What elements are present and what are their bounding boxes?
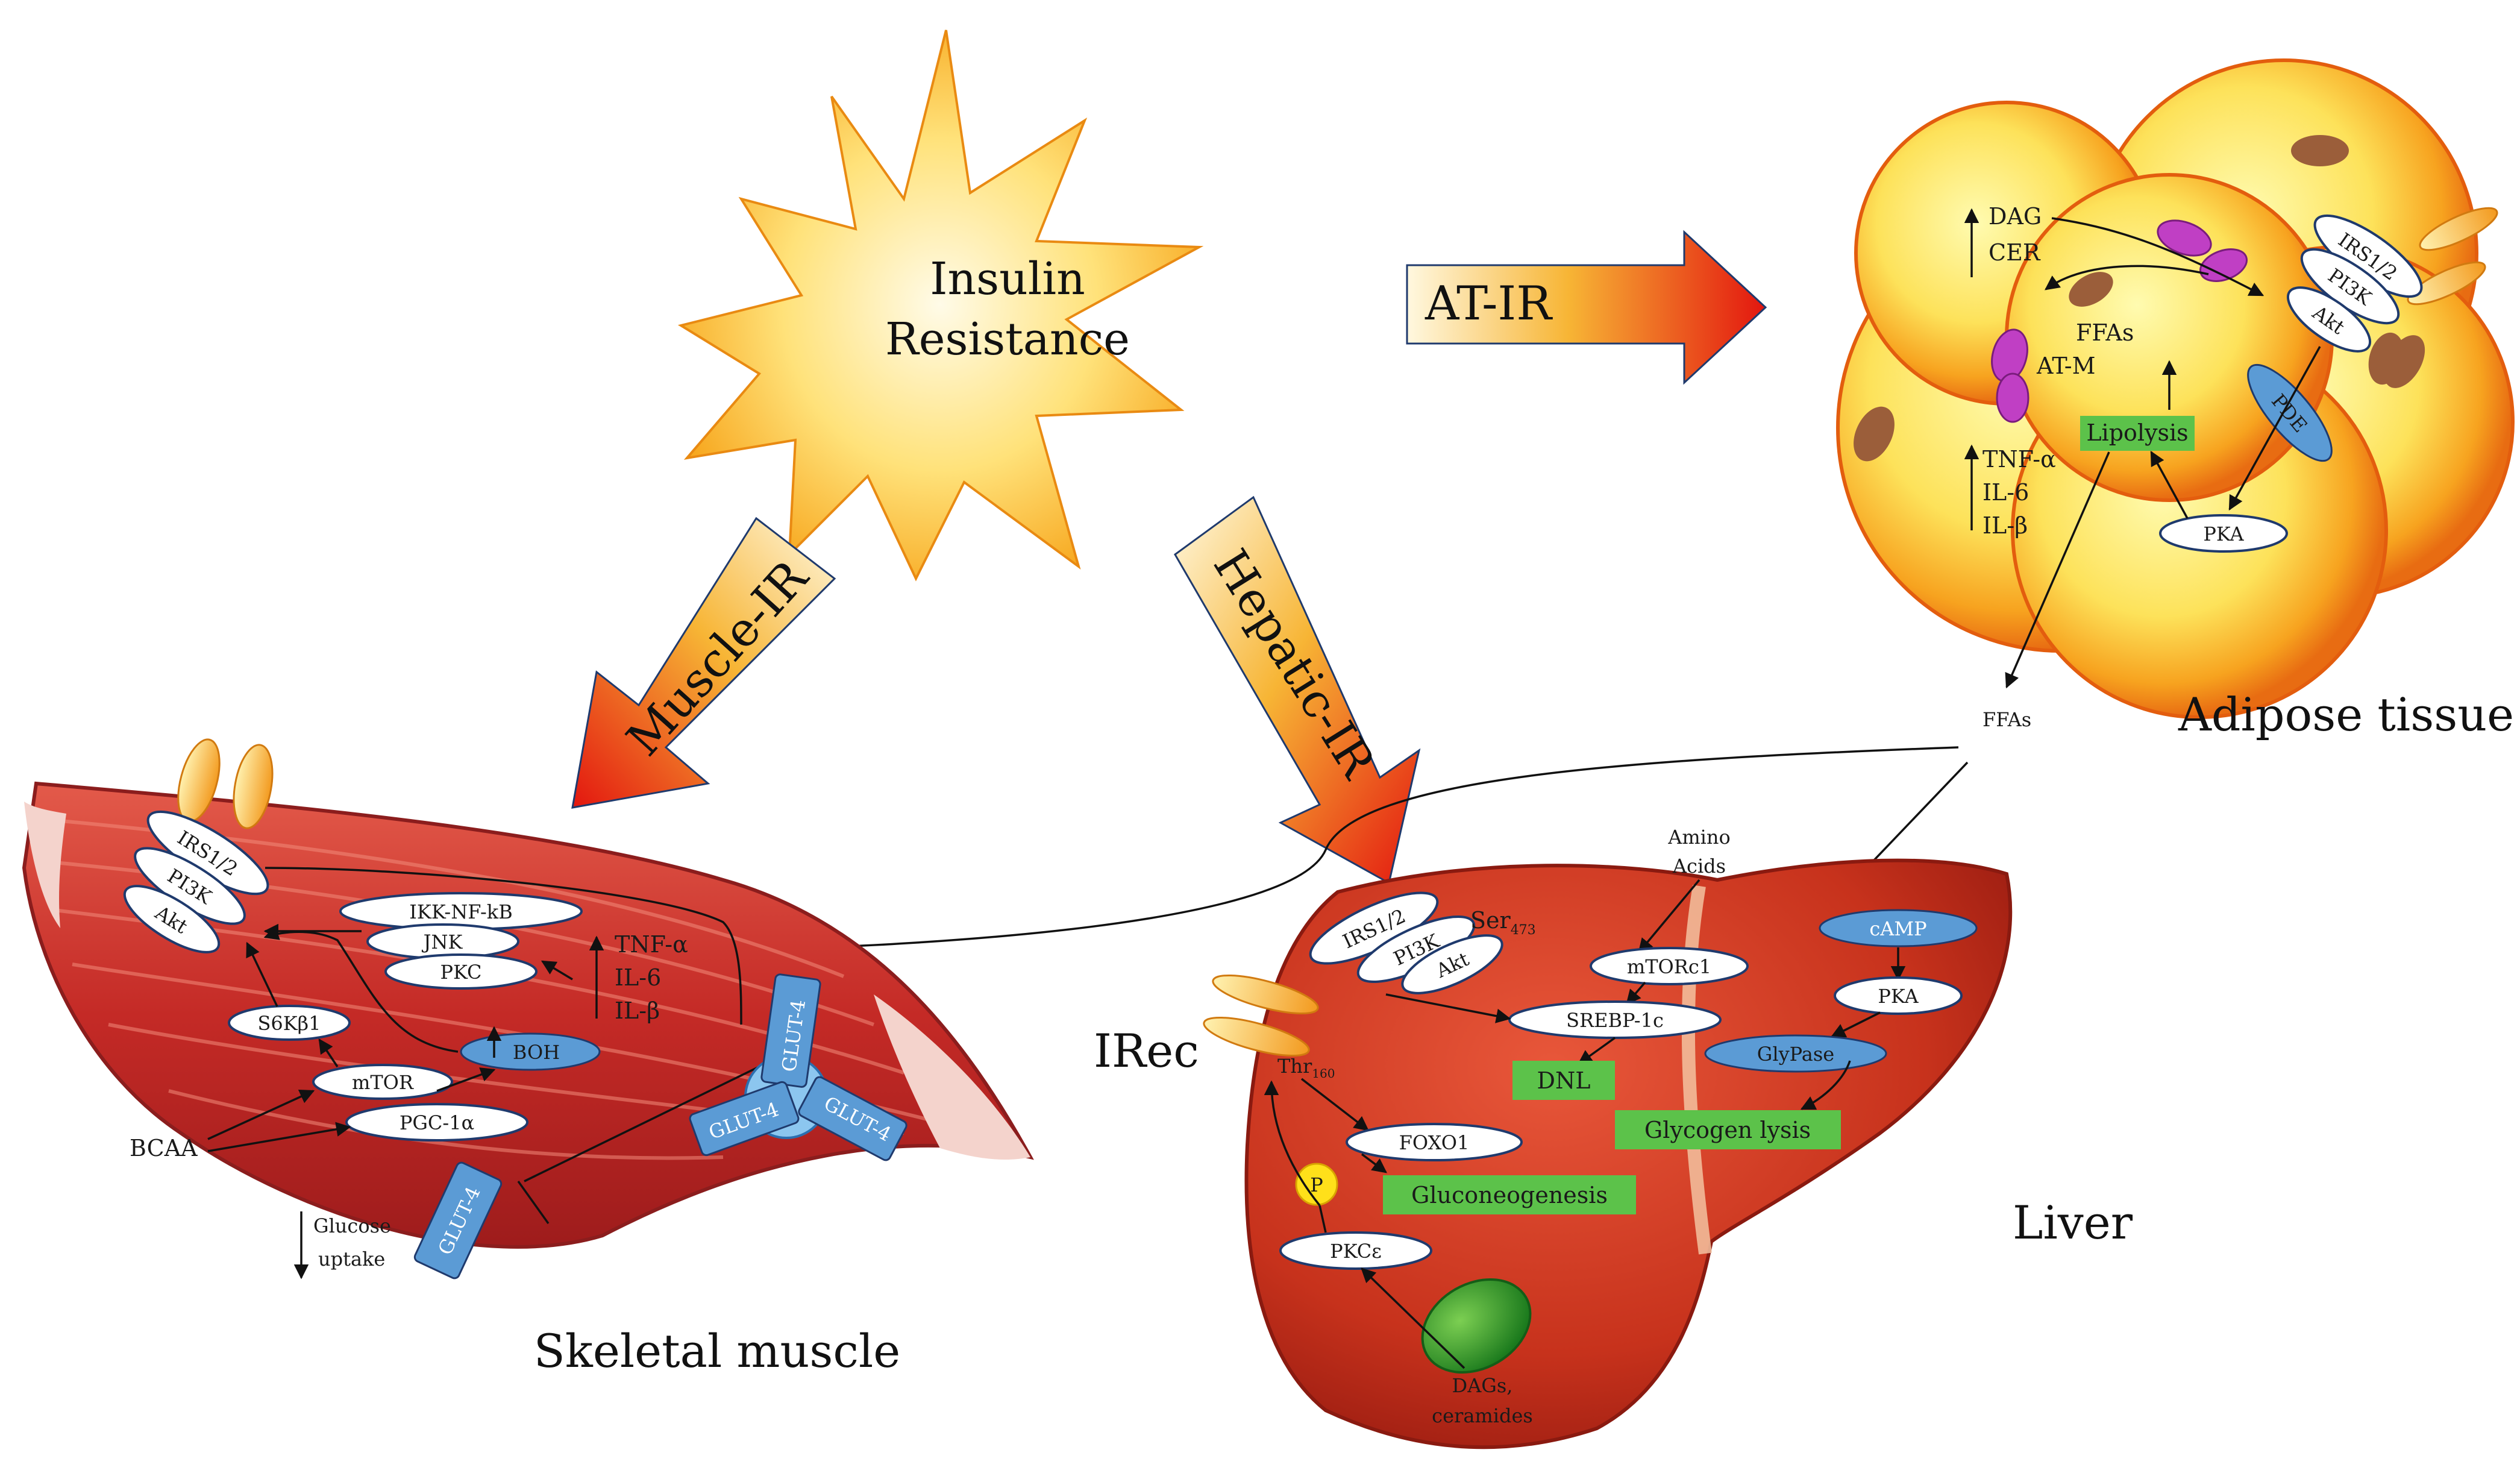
organ-liver-label: Liver [2013,1196,2133,1249]
liver-ser-label: Ser473 [1470,907,1536,938]
adipose-ilb-label: IL-β [1982,512,2028,539]
liver-irs-stack: IRS1/2 PI3K Akt [1309,891,1503,994]
adipose-lipolysis-box [2080,416,2195,451]
organ-muscle-label: Skeletal muscle [534,1324,901,1378]
muscle-glucose-label-2: uptake [318,1248,385,1270]
muscle-mtor-pill [312,1064,453,1100]
adipose-atm-label: AT-M [2036,353,2096,379]
adipose-tnf-label: TNF-α [1982,446,2056,473]
muscle-s6k-label: S6Kβ1 [257,1012,321,1035]
liver-p-label: P [1310,1173,1323,1196]
liver-amino-label-1: Amino [1667,826,1731,849]
liver-glypase-pill [1704,1034,1887,1073]
liver-ser-subscript: 473 [1511,923,1536,938]
liver-mtorc1-label: mTORc1 [1627,955,1711,978]
muscle-boh-label: BOH [513,1041,560,1064]
muscle-ikk-label: IKK-NF-kB [409,900,512,923]
liver-mtorc1-pill [1590,947,1749,985]
center-title-line1: Insulin [930,253,1085,305]
liver-gluconeo-label: Gluconeogenesis [1411,1182,1608,1208]
liver-phospho-marker [1295,1163,1338,1206]
at-ir-label: AT-IR [1425,277,1553,331]
liver-pkce-label: PKCε [1330,1240,1382,1263]
adipose-lipolysis-label: Lipolysis [2086,419,2188,446]
muscle-ilb-label: IL-β [615,997,660,1024]
muscle-bcaa-label: BCAA [130,1135,198,1161]
liver-gluconeo-box [1383,1175,1636,1214]
adipose-il6-label: IL-6 [1982,479,2029,506]
liver-foxo1-pill [1346,1123,1523,1161]
liver-amino-label-2: Acids [1672,855,1726,878]
adipose-ffas-out-label: FFAs [1982,708,2031,731]
liver-thr-label: Thr160 [1277,1055,1335,1081]
muscle-receptor-2 [233,744,274,829]
muscle-pkc-pill [384,953,538,990]
hepatic-ir-arrow: Hepatic-IR [1174,495,1421,885]
muscle-pgc-label: PGC-1α [400,1111,474,1134]
at-ir-arrow: AT-IR [1406,230,1767,385]
liver-irec-label: IRec [1094,1024,1199,1078]
liver-thr-subscript: 160 [1312,1066,1335,1081]
muscle-tnf-label: TNF-α [615,931,688,958]
liver-pka-pill [1834,976,1963,1015]
adipose-ffas-inner-label: FFAs [2076,319,2134,346]
liver-camp-pill [1819,909,1978,947]
liver-glycogen-box [1615,1110,1841,1149]
adipose-dag-label: DAG [1989,203,2042,230]
muscle-ir-arrow: Muscle-IR [571,517,836,809]
muscle-glut4-single: GLUT-4 [413,1161,503,1280]
center-title-line2: Resistance [885,313,1130,365]
muscle-s6k-pill [228,1005,351,1041]
liver-dags-label-1: DAGs, [1452,1374,1513,1397]
muscle-pkc-label: PKC [440,961,481,984]
muscle-mtor-label: mTOR [352,1071,414,1094]
liver-dags-label-2: ceramides [1432,1404,1533,1427]
liver-receptor-1 [1212,974,1319,1015]
adipose-pde-pill [2247,363,2333,462]
organ-adipose-label: Adipose tissue [2178,688,2514,741]
adipose-tissue-illustration [1836,58,2515,719]
muscle-il6-label: IL-6 [615,964,661,991]
liver-receptor-2 [1203,1016,1310,1057]
liver-srebp-label: SREBP-1c [1566,1009,1664,1032]
liver-pkce-pill [1279,1231,1432,1270]
liver-pka-label: PKA [1878,985,1919,1008]
adipose-pka-label: PKA [2203,523,2244,545]
muscle-jnk-label: JNK [422,931,463,953]
insulin-resistance-starburst: Insulin Resistance [677,30,1204,582]
adipose-pka-pill [2159,514,2288,553]
liver-dnl-box [1512,1061,1615,1100]
muscle-glucose-label-1: Glucose [313,1214,391,1237]
liver-glypase-label: GlyPase [1757,1043,1834,1066]
liver-dnl-label: DNL [1537,1067,1591,1094]
liver-thr-text: Thr [1277,1055,1312,1078]
muscle-irs-stack: IRS1/2 PI3K Akt [123,810,269,953]
liver-camp-label: cAMP [1869,917,1926,940]
muscle-boh-pill [460,1032,601,1071]
adipose-irs-stack: IRS1/2 PI3K Akt [2286,214,2423,353]
liver-ser-text: Ser [1470,907,1511,934]
liver-glycogen-label: Glycogen lysis [1644,1117,1811,1143]
liver-illustration [1244,858,2013,1449]
liver-foxo1-label: FOXO1 [1399,1131,1470,1154]
adipose-cer-label: CER [1989,239,2041,266]
